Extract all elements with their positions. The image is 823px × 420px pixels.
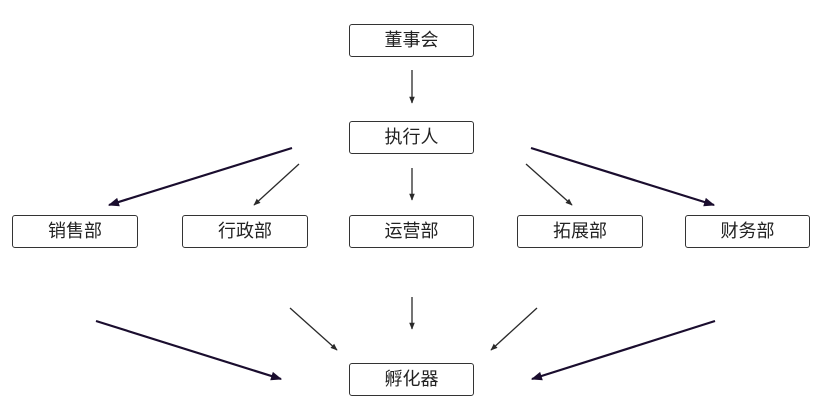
node-sales: 销售部 [12, 215, 138, 248]
arrow-business-dev-to-incubator [490, 307, 538, 351]
node-incubator-label: 孵化器 [384, 369, 439, 390]
arrow-executive-to-business-dev [525, 163, 573, 206]
arrow-sales-to-incubator [95, 319, 283, 381]
arrow-executive-to-admin [253, 163, 300, 206]
arrow-executive-to-sales [107, 146, 293, 207]
node-board: 董事会 [349, 24, 474, 57]
node-finance-label: 财务部 [720, 221, 775, 242]
arrow-finance-to-incubator [530, 319, 716, 381]
node-operations-label: 运营部 [384, 221, 439, 242]
node-admin: 行政部 [182, 215, 308, 248]
node-incubator: 孵化器 [349, 363, 474, 396]
node-operations: 运营部 [349, 215, 474, 248]
node-board-label: 董事会 [384, 30, 439, 51]
arrow-admin-to-incubator [289, 307, 338, 351]
node-sales-label: 销售部 [48, 221, 102, 242]
node-executive-label: 执行人 [384, 127, 439, 148]
arrow-executive-to-finance [530, 146, 716, 207]
node-admin-label: 行政部 [218, 221, 272, 242]
node-finance: 财务部 [685, 215, 810, 248]
node-executive: 执行人 [349, 121, 474, 154]
node-business-dev: 拓展部 [517, 215, 643, 248]
node-business-dev-label: 拓展部 [553, 221, 607, 242]
